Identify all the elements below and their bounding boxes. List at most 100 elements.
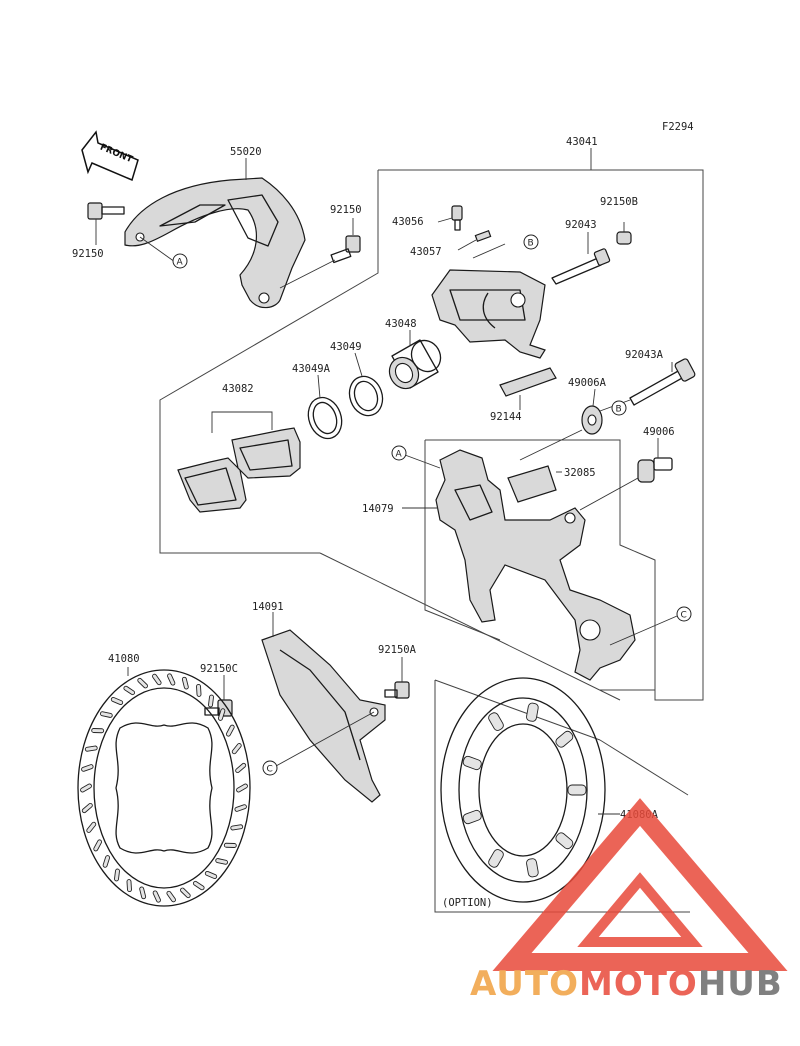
disc-window [555, 832, 574, 850]
disc-window [555, 730, 574, 748]
disc-slot [208, 694, 214, 708]
disc-guard-14091 [261, 612, 386, 803]
disc-slot [217, 708, 226, 721]
disc-slot [81, 802, 93, 814]
part-label-55020: 55020 [230, 146, 262, 158]
disc-slot [152, 673, 162, 686]
disc-slot [99, 711, 113, 718]
part-label-92150-left: 92150 [72, 248, 104, 260]
disc-window [526, 858, 539, 878]
boot-49006A [519, 388, 603, 461]
disc-slot [236, 783, 248, 793]
disc-slot [223, 842, 237, 848]
disc-slot [235, 762, 247, 774]
disc-slot [114, 868, 120, 882]
watermark-logo: AUTOMOTOHUB [470, 798, 788, 1004]
disc-window [488, 712, 504, 731]
holder-subframe [424, 439, 656, 691]
disc-slot [196, 683, 202, 697]
svg-text:AUTOMOTOHUB: AUTOMOTOHUB [470, 964, 783, 1004]
option-frame [434, 679, 690, 913]
cap-43057 [457, 230, 492, 251]
disc-slot [167, 673, 176, 686]
disc-window [526, 702, 539, 722]
disc-slot [230, 824, 244, 831]
caliper-guard-55020 [124, 158, 306, 309]
part-label-43049A: 43049A [292, 363, 331, 375]
bleed-valve-43056 [437, 205, 463, 231]
disc-window [567, 784, 587, 796]
disc-slot [180, 887, 191, 899]
disc-slot [86, 821, 97, 833]
part-label-43041: 43041 [566, 136, 598, 148]
disc-window [462, 755, 482, 771]
part-label-43056: 43056 [392, 216, 424, 228]
part-label-92150-right: 92150 [330, 204, 362, 216]
disc-slot [81, 764, 94, 772]
caliper-holder-14079 [402, 449, 636, 681]
part-label-92150C: 92150C [200, 663, 238, 675]
spring-92144 [499, 367, 557, 410]
disc-slot [84, 745, 98, 752]
part-label-14079: 14079 [362, 503, 394, 515]
svg-text:B: B [616, 405, 622, 415]
disc-slot [123, 685, 136, 696]
disc-window [488, 849, 504, 868]
ref-a-callout-guard: A [172, 253, 188, 269]
disc-slot [80, 783, 92, 793]
svg-text:C: C [681, 611, 687, 621]
disc-slot [166, 890, 176, 903]
part-label-49006A: 49006A [568, 377, 607, 389]
disc-slot [215, 858, 229, 865]
disc-slot [102, 855, 111, 868]
svg-text:B: B [528, 239, 534, 249]
watermark-text-hub: HUB [698, 964, 783, 1004]
ref-b-callout-upper: B [523, 234, 539, 250]
disc-slot [91, 728, 105, 734]
caliper-body [431, 243, 546, 359]
disc-slot [204, 870, 218, 879]
ref-c-callout-holder: C [676, 606, 692, 622]
disc-slot [234, 804, 247, 812]
seal-43049A [307, 374, 343, 440]
part-label-49006: 49006 [643, 426, 675, 438]
part-label-92150B: 92150B [600, 196, 638, 208]
boot-49006 [579, 438, 673, 511]
bolt-92150A [384, 657, 410, 699]
part-label-14091: 14091 [252, 601, 284, 613]
part-label-92144: 92144 [490, 411, 522, 423]
watermark-text-moto: MOTO [579, 964, 698, 1004]
piston-43048 [388, 330, 442, 390]
ref-b-callout-lower: B [611, 400, 627, 416]
svg-text:C: C [267, 765, 273, 775]
figure-code: F2294 [662, 121, 694, 133]
pin-92043 [551, 232, 611, 285]
part-label-92150A: 92150A [378, 644, 417, 656]
part-label-43049: 43049 [330, 341, 362, 353]
part-label-32085: 32085 [564, 467, 596, 479]
disc-slot [110, 697, 124, 706]
brake-disc-41080A [440, 677, 620, 903]
watermark-text-auto: AUTO [470, 964, 579, 1004]
ref-a-callout-holder: A [391, 445, 407, 461]
seal-43049 [348, 352, 384, 417]
disc-slot [231, 743, 242, 755]
brake-pads-43082 [177, 411, 301, 513]
bolt-92150-right [279, 218, 361, 289]
disc-window [462, 809, 482, 825]
pin-92043A [599, 358, 696, 412]
svg-text:A: A [396, 450, 403, 460]
part-label-43082: 43082 [222, 383, 254, 395]
caliper-assembly-frame [159, 148, 704, 701]
disc-slot [137, 677, 148, 689]
disc-slot [126, 879, 132, 893]
disc-slot [225, 724, 235, 737]
ref-c-callout-guard: C [262, 760, 278, 776]
part-label-43057: 43057 [410, 246, 442, 258]
part-label-92043: 92043 [565, 219, 597, 231]
pad-spring-32085 [507, 465, 562, 503]
part-label-92043A: 92043A [625, 349, 664, 361]
brake-disc-41080 [77, 667, 251, 907]
plug-92150B [616, 222, 632, 245]
